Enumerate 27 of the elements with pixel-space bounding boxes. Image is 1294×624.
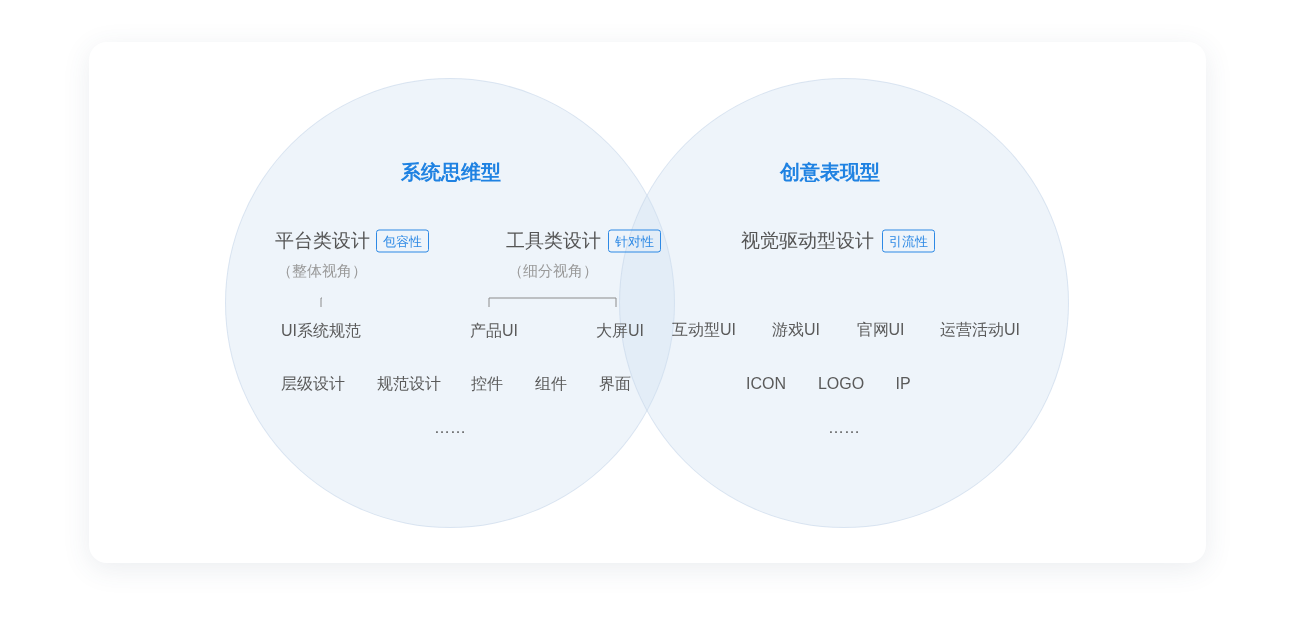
item-text: 控件 (471, 375, 503, 393)
subtitle-text: （细分视角） (507, 261, 599, 281)
heading-text: 视觉驱动型设计 (741, 229, 874, 253)
item-text: LOGO (817, 375, 865, 393)
item-text: UI系统规范 (281, 322, 361, 340)
item-text: 组件 (535, 375, 567, 393)
item-text: 产品UI (470, 322, 518, 340)
connector-line (320, 297, 323, 308)
heading-text: 平台类设计 (274, 229, 370, 253)
ellipsis-text: …… (434, 419, 466, 437)
circle-title: 创意表现型 (780, 160, 880, 185)
item-text: 界面 (599, 375, 631, 393)
item-text: IP (895, 375, 911, 393)
item-text: 层级设计 (281, 375, 345, 393)
item-text: ICON (746, 375, 786, 393)
item-text: 规范设计 (377, 375, 441, 393)
item-text: 大屏UI (596, 322, 644, 340)
item-text: 互动型UI (672, 321, 736, 339)
subtitle-text: （整体视角） (276, 261, 368, 281)
connector-line (488, 297, 554, 308)
item-text: 官网UI (856, 321, 905, 339)
heading-text: 工具类设计 (505, 229, 601, 253)
item-text: 运营活动UI (940, 321, 1020, 339)
item-text: 游戏UI (772, 321, 820, 339)
connector-line (552, 297, 617, 308)
circle-title: 系统思维型 (401, 160, 501, 185)
ellipsis-text: …… (828, 419, 860, 437)
